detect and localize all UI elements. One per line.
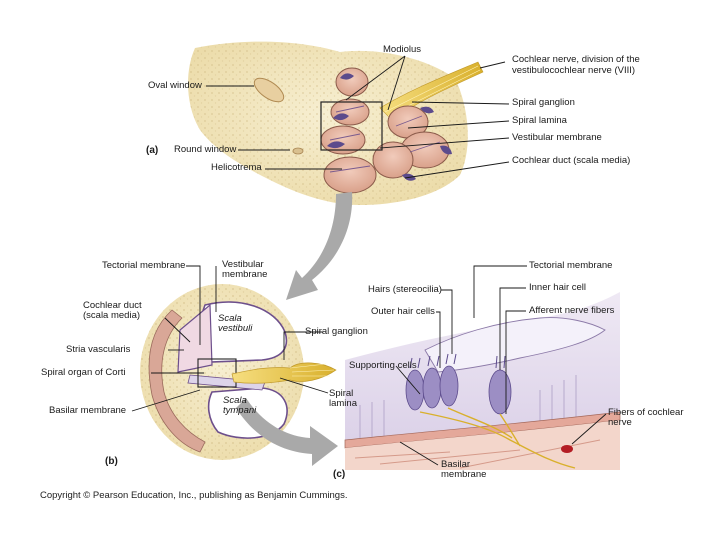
label-fibers-cochlear-nerve-2: nerve <box>608 417 632 428</box>
label-scala-vestibuli-1: Scala <box>218 313 242 324</box>
leader-lines <box>131 55 607 466</box>
label-fibers-cochlear-nerve-1: Fibers of cochlear <box>608 407 684 418</box>
copyright-text: Copyright © Pearson Education, Inc., pub… <box>40 490 348 501</box>
label-outer-hair-cells: Outer hair cells <box>371 306 435 317</box>
panel-a-cochlea-section <box>188 41 484 206</box>
label-basilar-membrane-c-1: Basilar <box>441 459 471 470</box>
oval-window-shape <box>253 77 285 103</box>
label-vestibular-membrane-b-1: Vestibular <box>222 259 264 270</box>
label-vestibular-membrane-a: Vestibular membrane <box>512 132 602 143</box>
label-tectorial-membrane-b: Tectorial membrane <box>102 260 186 271</box>
label-cochlear-nerve-2: vestibulocochlear nerve (VIII) <box>512 65 636 76</box>
round-window-shape <box>292 147 304 155</box>
label-spiral-lamina-a: Spiral lamina <box>512 115 567 126</box>
label-stria-vascularis: Stria vascularis <box>66 344 131 355</box>
label-helicotrema: Helicotrema <box>211 162 262 173</box>
label-cochlear-duct-b-1: Cochlear duct <box>83 300 142 311</box>
spiral-ganglion-nerve <box>231 362 337 384</box>
label-round-window: Round window <box>174 144 237 155</box>
label-hairs-stereocilia: Hairs (stereocilia) <box>368 284 442 295</box>
tectorial-membrane-shape <box>424 317 606 373</box>
arrow-b-to-c <box>236 398 338 466</box>
panel-b-label: (b) <box>105 456 118 467</box>
hair-cells <box>405 353 512 415</box>
zoom-box-a <box>320 101 383 151</box>
label-cochlear-duct-a: Cochlear duct (scala media) <box>512 155 631 166</box>
panel-c-label: (c) <box>333 469 346 480</box>
label-modiolus: Modiolus <box>383 44 422 55</box>
panel-b-cochlear-cross-section <box>140 284 337 460</box>
blood-vessel <box>561 445 573 453</box>
label-scala-vestibuli-2: vestibuli <box>218 323 253 334</box>
label-spiral-organ: Spiral organ of Corti <box>41 367 126 378</box>
label-supporting-cells: Supporting cells <box>349 360 417 371</box>
label-oval-window: Oval window <box>148 80 202 91</box>
label-spiral-lamina-b-1: Spiral <box>329 388 354 399</box>
label-spiral-ganglion-b: Spiral ganglion <box>305 326 368 337</box>
arrow-a-to-b <box>286 192 353 300</box>
label-basilar-membrane-c-2: membrane <box>441 469 487 480</box>
label-inner-hair-cell: Inner hair cell <box>529 282 587 293</box>
label-cochlear-duct-b-2: (scala media) <box>83 310 141 321</box>
label-spiral-lamina-b-2: lamina <box>329 398 357 409</box>
label-cochlear-nerve-1: Cochlear nerve, division of the <box>512 54 640 65</box>
afferent-fibers-shape <box>419 407 576 469</box>
label-spiral-ganglion-a: Spiral ganglion <box>512 97 575 108</box>
label-afferent-nerve-fibers: Afferent nerve fibers <box>529 305 615 316</box>
cochlear-turns <box>320 67 452 194</box>
label-scala-tympani-1: Scala <box>223 395 247 406</box>
label-vestibular-membrane-b-2: membrane <box>222 269 268 280</box>
label-basilar-membrane-b: Basilar membrane <box>49 405 127 416</box>
panel-a-label: (a) <box>146 145 159 156</box>
panel-c-spiral-organ <box>344 292 621 470</box>
label-scala-tympani-2: tympani <box>223 405 257 416</box>
label-tectorial-membrane-c: Tectorial membrane <box>529 260 613 271</box>
